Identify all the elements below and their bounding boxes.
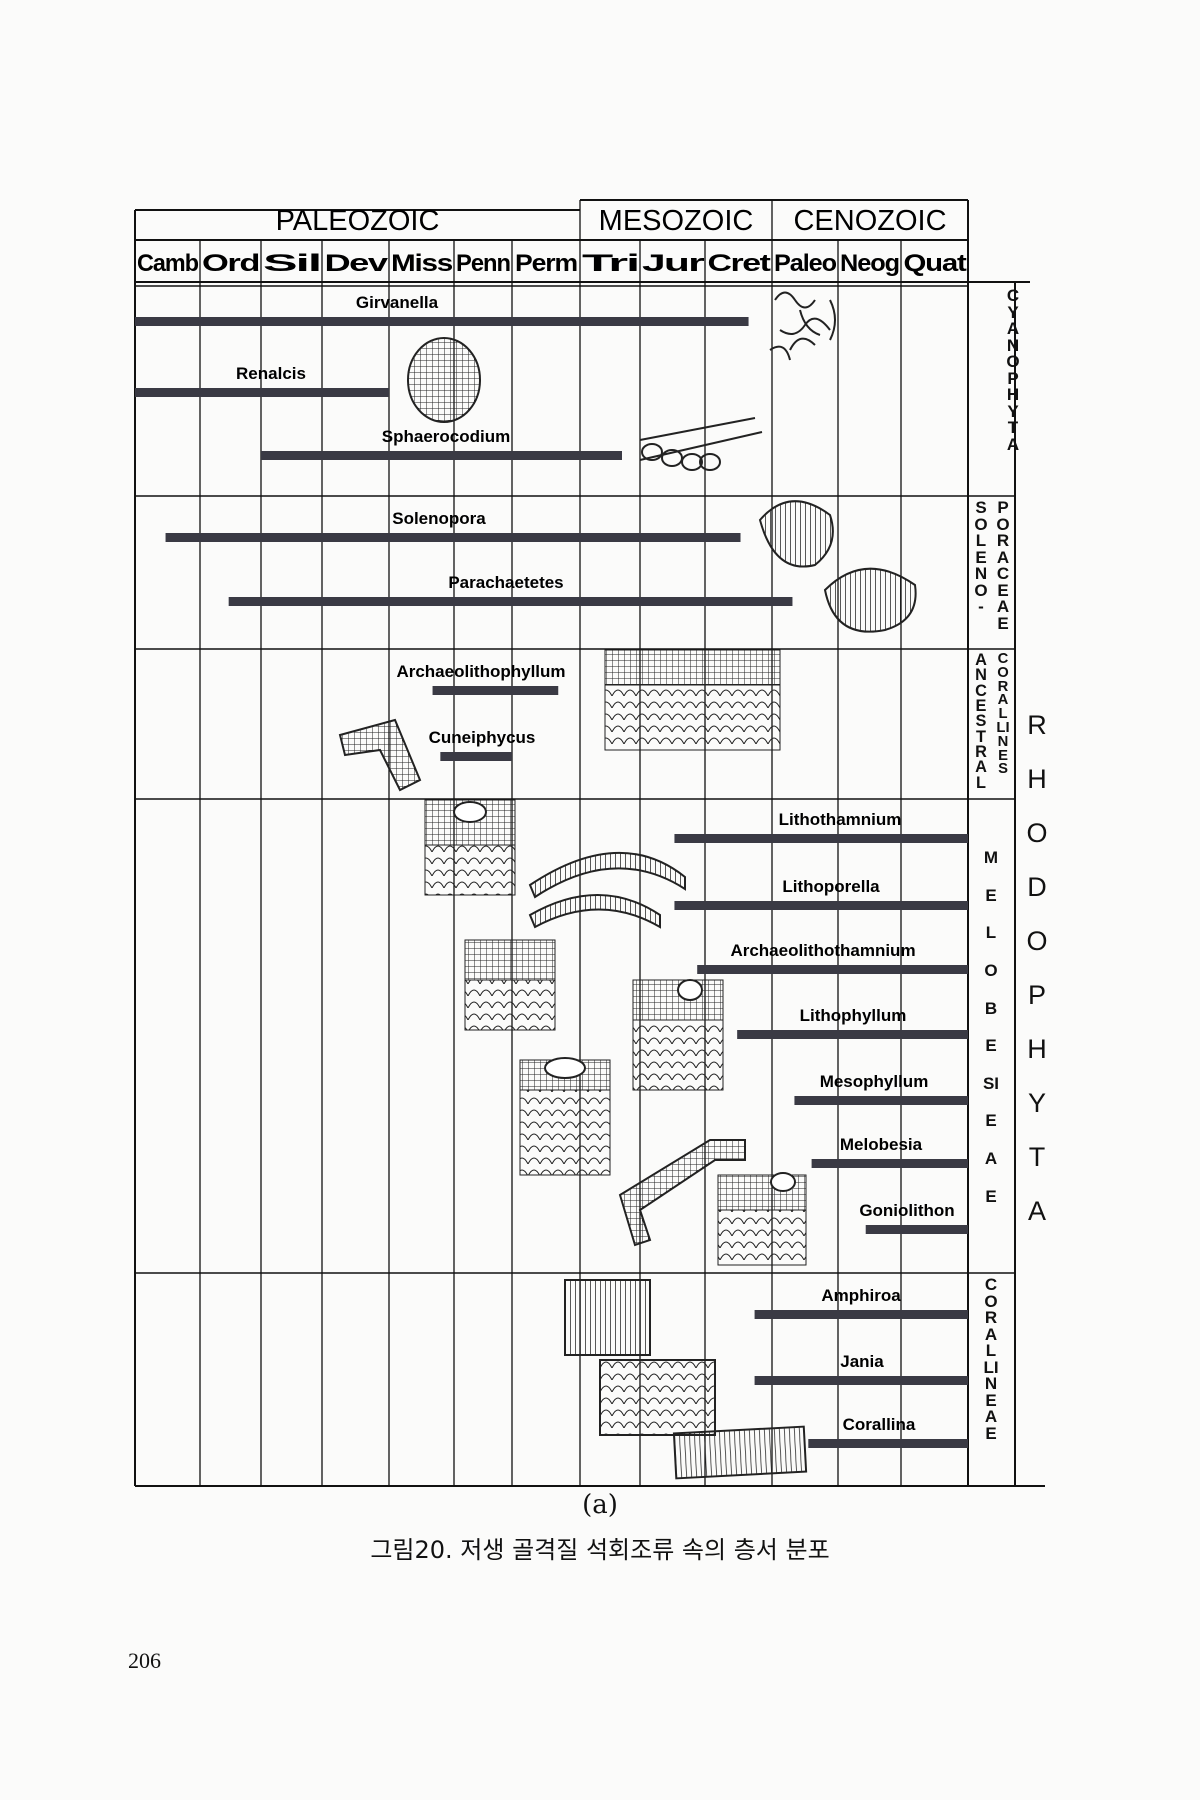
- period-label-neog: Neog: [840, 250, 899, 277]
- period-label-sil: Sil: [263, 250, 320, 277]
- taxon-label-parachaetetes: Parachaetetes: [448, 573, 563, 592]
- period-label-quat: Quat: [904, 250, 967, 277]
- taxon-label-corallina: Corallina: [843, 1415, 916, 1434]
- range-bar-lithophyllum: [737, 1030, 968, 1039]
- group-label-melobesieae: MELOBESIEAE: [982, 848, 1000, 1206]
- range-bar-lithoporella: [674, 901, 968, 910]
- solenopora-illustration: [758, 500, 834, 568]
- taxon-label-lithoporella: Lithoporella: [782, 877, 880, 896]
- taxon-label-jania: Jania: [840, 1352, 884, 1371]
- taxon-label-archaeolithophyllum: Archaeolithophyllum: [396, 662, 565, 681]
- taxon-label-renalcis: Renalcis: [236, 364, 306, 383]
- sphaerocodium-illustration: [639, 417, 763, 471]
- range-bar-melobesia: [811, 1159, 968, 1168]
- taxon-label-sphaerocodium: Sphaerocodium: [382, 427, 510, 446]
- period-label-tri: Tri: [582, 250, 638, 277]
- period-label-perm: Perm: [515, 250, 577, 277]
- range-bar-archaeolithophyllum: [432, 686, 559, 695]
- taxon-label-archaeolithothamnium: Archaeolithothamnium: [730, 941, 915, 960]
- range-bar-archaeolithothamnium: [697, 965, 968, 974]
- group-label-soleno: SOLENO-: [974, 498, 988, 616]
- period-label-penn: Penn: [456, 250, 510, 277]
- range-bar-mesophyllum: [794, 1096, 968, 1105]
- group-label-corallines: CORALLINES: [996, 651, 1010, 778]
- melobesioid-illustration-4: [519, 1057, 611, 1176]
- amphiroa-illustration: [564, 1279, 651, 1356]
- taxon-label-cuneiphycus: Cuneiphycus: [429, 728, 536, 747]
- group-label-poraceae: PORACEAE: [996, 498, 1010, 633]
- range-bars: GirvanellaRenalcisSphaerocodiumSolenopor…: [135, 293, 968, 1448]
- melobesia-illustration: [618, 1139, 746, 1247]
- cuneiphycus-illustration: [338, 718, 422, 792]
- period-label-miss: Miss: [391, 250, 453, 277]
- period-label-dev: Dev: [325, 250, 389, 277]
- taxon-label-goniolithon: Goniolithon: [859, 1201, 954, 1220]
- taxon-label-lithothamnium: Lithothamnium: [779, 810, 902, 829]
- jania-illustration: [599, 1359, 716, 1436]
- period-label-paleo: Paleo: [774, 250, 836, 277]
- range-bar-corallina: [808, 1439, 968, 1448]
- taxon-label-lithophyllum: Lithophyllum: [800, 1006, 907, 1025]
- taxon-label-girvanella: Girvanella: [356, 293, 439, 312]
- range-bar-renalcis: [135, 388, 389, 397]
- taxon-label-amphiroa: Amphiroa: [821, 1286, 901, 1305]
- era-label-mesozoic: MESOZOIC: [599, 205, 754, 237]
- taxon-label-mesophyllum: Mesophyllum: [820, 1072, 929, 1091]
- corallina-illustration: [672, 1425, 808, 1480]
- range-bar-girvanella: [135, 317, 749, 326]
- group-label-cyanophyta: CYANOPHYTA: [1006, 286, 1020, 454]
- girvanella-illustration: [769, 291, 836, 361]
- figure-sublabel: (a): [582, 1490, 618, 1520]
- page-number: 206: [128, 1648, 161, 1673]
- group-label-corallineae: CORALLINEAE: [983, 1275, 999, 1443]
- range-bar-goniolithon: [865, 1225, 968, 1234]
- range-bar-amphiroa: [754, 1310, 968, 1319]
- era-label-paleozoic: PALEOZOIC: [276, 205, 440, 237]
- goniolithon-illustration: [717, 1172, 807, 1266]
- renalcis-illustration: [407, 337, 481, 423]
- taxon-label-melobesia: Melobesia: [840, 1135, 923, 1154]
- parachaetetes-illustration: [823, 567, 917, 633]
- range-bar-solenopora: [165, 533, 741, 542]
- melobesioid-illustration-3: [632, 979, 724, 1091]
- figure-caption: 그림20. 저생 골격질 석회조류 속의 층서 분포: [370, 1536, 830, 1564]
- archaeolithophyllum-illustration: [604, 649, 781, 751]
- group-label-ancestral: ANCESTRAL: [975, 651, 987, 792]
- era-label-cenozoic: CENOZOIC: [793, 205, 946, 237]
- range-bar-jania: [754, 1376, 968, 1385]
- melobesioid-illustration-1: [424, 799, 516, 896]
- period-label-ord: Ord: [202, 250, 259, 277]
- period-label-camb: Camb: [137, 250, 198, 277]
- taxon-label-solenopora: Solenopora: [392, 509, 486, 528]
- range-bar-parachaetetes: [228, 597, 793, 606]
- division-label-rhodophyta: RHODOPHYTA: [1026, 710, 1048, 1226]
- period-label-cret: Cret: [708, 250, 771, 277]
- period-label-jur: Jur: [642, 250, 704, 277]
- melobesioid-illustration-2: [464, 939, 556, 1031]
- lithoporella-illustration: [528, 852, 686, 929]
- fossil-illustrations: [338, 291, 917, 1480]
- range-bar-lithothamnium: [674, 834, 968, 843]
- range-bar-cuneiphycus: [440, 752, 512, 761]
- range-bar-sphaerocodium: [261, 451, 622, 460]
